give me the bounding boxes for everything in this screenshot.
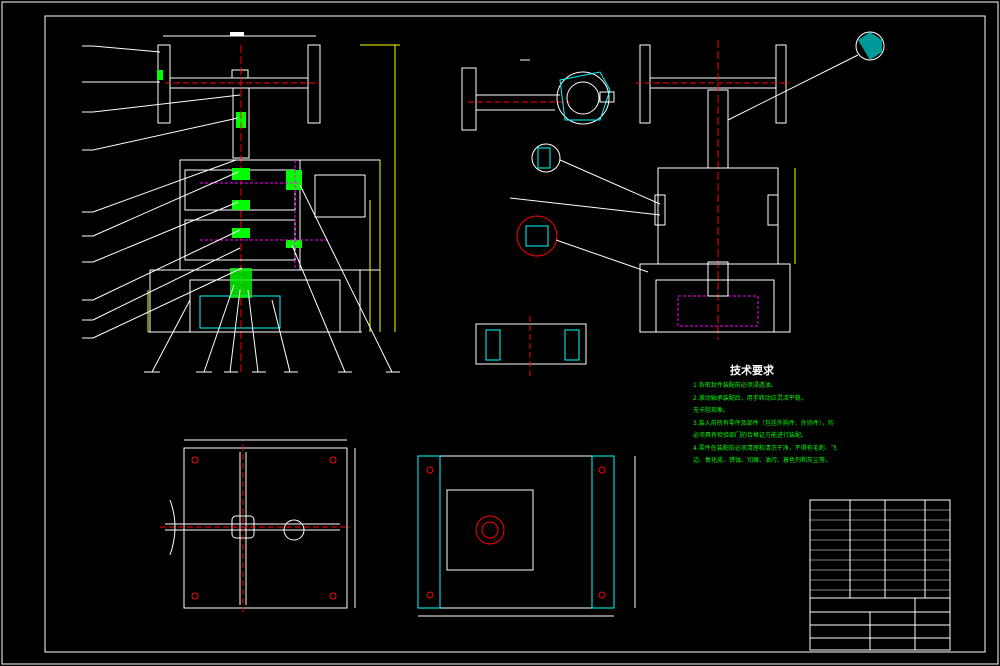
plan-view: [160, 439, 356, 612]
side-view: [636, 31, 885, 340]
technical-requirements-list: 1.各密封件装配前必须浸透油。 2.滚动轴承装配后，用手转动应灵活平稳， 无卡阻…: [693, 380, 843, 468]
inner-border: [44, 15, 986, 653]
title-block: [809, 499, 951, 651]
requirement-line: 边、氧化皮、锈蚀、切屑、油污、着色剂和灰尘等。: [693, 457, 832, 464]
requirement-line: 3.装入前所有零件及部件（包括外购件、外协件），均: [693, 419, 834, 427]
requirement-line: 必须具有检验部门的合格证方能进行装配。: [693, 432, 808, 439]
front-view: [82, 32, 400, 375]
technical-requirements-title: 技术要求: [730, 364, 774, 377]
detail-callouts: [475, 143, 661, 376]
bottom-view: [417, 455, 636, 617]
requirement-line: 2.滚动轴承装配后，用手转动应灵活平稳，: [693, 394, 807, 402]
requirement-line: 1.各密封件装配前必须浸透油。: [693, 382, 777, 389]
requirement-line: 无卡阻现象。: [693, 407, 730, 414]
requirement-line: 4.零件在装配前必须清理和清洗干净，不得有毛刺、飞: [693, 444, 837, 452]
detail-clamp-arm: [461, 59, 615, 131]
